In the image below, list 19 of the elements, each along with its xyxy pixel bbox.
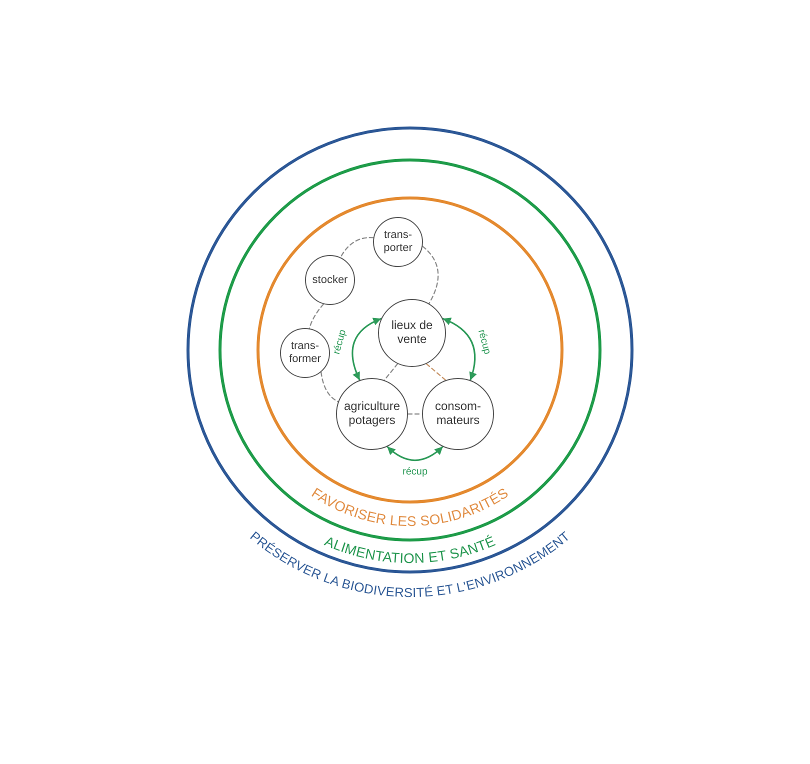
activity-label: trans- former [288, 340, 322, 366]
activity-label: agriculture potagers [342, 400, 402, 428]
activity-circle [280, 328, 330, 378]
activity-label: trans- porter [382, 229, 414, 255]
dashed-line [426, 363, 446, 381]
double-headed-arrow [442, 318, 477, 381]
edge-label: récup [400, 466, 430, 478]
activity-label: lieux de vente [390, 319, 434, 347]
dashed-line [320, 372, 339, 402]
activity-circle [373, 217, 423, 267]
dashed-line [422, 246, 439, 304]
dashed-line [384, 363, 398, 381]
dashed-line [340, 236, 374, 258]
activity-label: stocker [312, 274, 348, 286]
double-headed-arrow [352, 318, 382, 381]
double-headed-arrow [386, 446, 444, 462]
activity-label: consom- mateurs [434, 400, 482, 428]
activity-circle [305, 255, 355, 305]
dashed-line [308, 304, 324, 329]
